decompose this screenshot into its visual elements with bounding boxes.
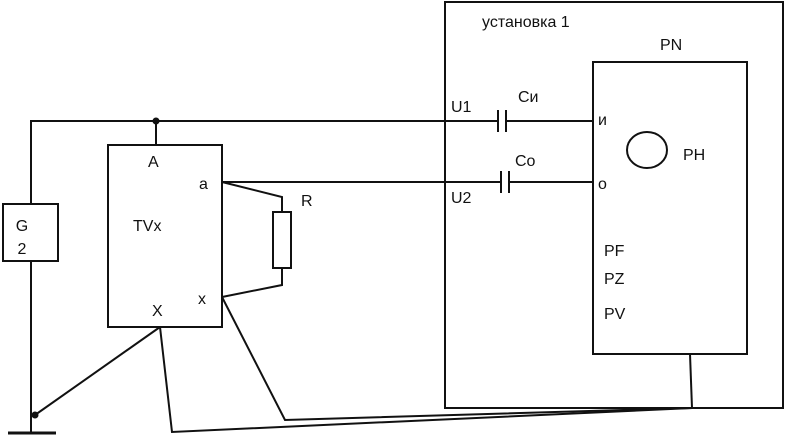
ph-label: PH <box>683 147 705 164</box>
pn-label: PN <box>660 37 682 54</box>
terminal-X-label: X <box>152 303 163 320</box>
terminal-x-label: x <box>198 291 206 308</box>
capacitor-ci-label: Cи <box>518 89 539 106</box>
wire-a-to-resistor <box>221 181 283 212</box>
pn-input-in-label: и <box>598 112 607 129</box>
transformer-box <box>107 144 223 328</box>
resistor-label: R <box>301 193 313 210</box>
generator-label-line1: G <box>16 218 28 235</box>
installation-label: установка 1 <box>482 14 570 31</box>
terminal-A-label: A <box>148 154 159 171</box>
meter-pz-label: PZ <box>604 271 625 288</box>
resistor-body <box>272 211 292 269</box>
wire-x-to-resistor <box>221 268 283 298</box>
wire-pn-bottom <box>689 353 693 409</box>
transformer-label: TVx <box>133 218 161 235</box>
terminal-u2-label: U2 <box>451 190 472 207</box>
terminal-u1-label: U1 <box>451 99 472 116</box>
junction-ground <box>31 411 39 419</box>
wire-u1-left <box>30 120 498 204</box>
terminal-a-label: a <box>199 176 208 193</box>
meter-pf-label: PF <box>604 243 625 260</box>
pn-box <box>592 61 748 355</box>
wire-x-return <box>221 296 693 422</box>
generator-label-line2: 2 <box>18 241 27 258</box>
junction-top <box>152 117 160 125</box>
wire-X-to-ground <box>34 326 161 416</box>
pn-input-o-label: o <box>598 176 607 193</box>
wire-X-return <box>159 326 693 434</box>
meter-pv-label: PV <box>604 306 626 323</box>
generator-box <box>2 203 59 262</box>
ph-indicator-circle <box>626 131 668 169</box>
capacitor-co-label: Co <box>515 153 536 170</box>
